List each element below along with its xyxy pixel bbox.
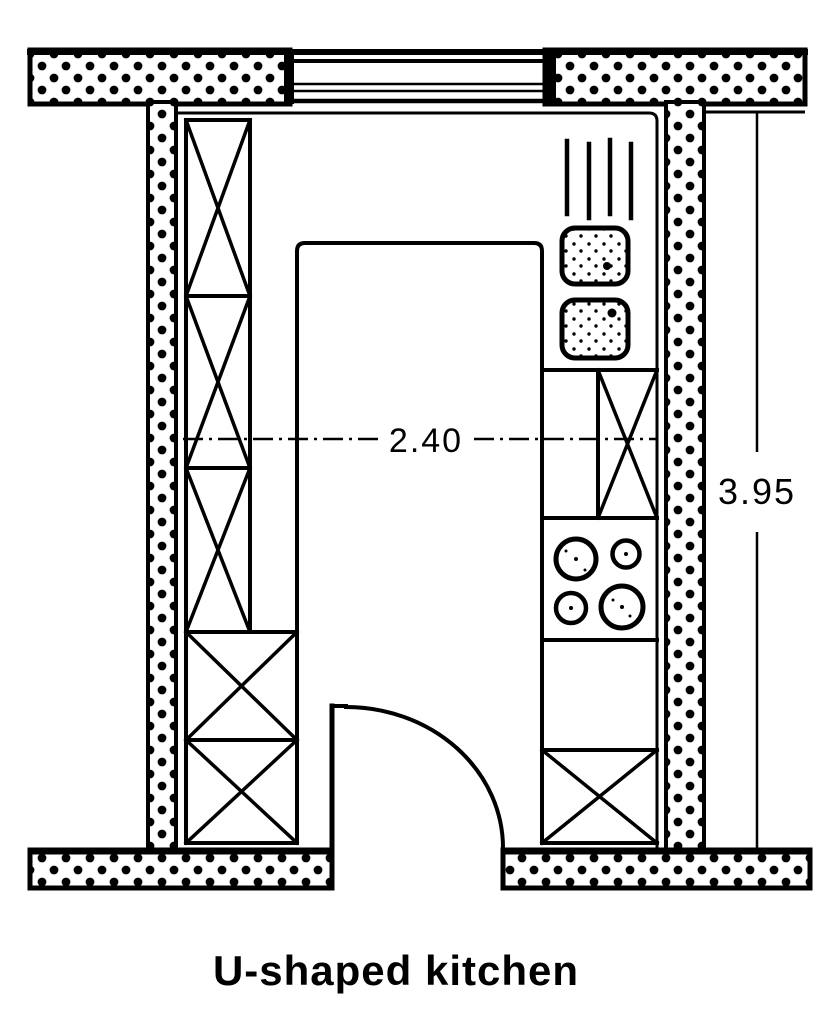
walls: [27, 47, 813, 891]
appliance-x-unit: [595, 367, 660, 521]
tall-cabinet-3: [183, 465, 253, 635]
tall-cabinet-2: [183, 293, 253, 471]
wall-top-right: [542, 47, 808, 107]
door-swing-arc: [343, 704, 506, 851]
wall-bottom-left: [27, 849, 335, 891]
door: [329, 703, 506, 853]
base-cabinet-1: [183, 629, 300, 743]
window-jamb-left: [284, 50, 294, 104]
sink-basin-1: [559, 225, 631, 287]
burner-center-dots: [564, 549, 632, 618]
sink-drain-1: [603, 262, 611, 270]
dimension-width: 2.40: [183, 422, 657, 460]
dim-width-label: 2.40: [389, 422, 463, 460]
window-jamb-right: [545, 50, 556, 104]
sink-drain-2: [607, 308, 617, 318]
figure-caption: U-shaped kitchen: [213, 947, 579, 994]
cooktop: [540, 536, 659, 642]
right-counter-run: [539, 137, 660, 846]
counter-appliance-section: [540, 367, 660, 521]
wall-left: [146, 100, 178, 854]
dim-length-label: 3.95: [718, 471, 796, 512]
base-cabinet-2: [183, 737, 300, 846]
wall-top-left: [27, 47, 293, 107]
sink-double: [559, 225, 631, 361]
dimension-length: 3.95: [718, 113, 796, 848]
drainboard: [564, 137, 634, 221]
tall-cabinet-1: [183, 117, 253, 299]
wall-bottom-right: [500, 849, 813, 891]
sink-basin-2: [559, 297, 631, 361]
interior-top-right-face: [178, 111, 659, 848]
counter-front-edge: [295, 241, 544, 845]
left-counter-run: [183, 117, 300, 846]
window: [284, 50, 556, 104]
base-cabinet-right: [539, 747, 660, 846]
wall-right: [664, 100, 706, 854]
interior-outline: [178, 110, 805, 848]
